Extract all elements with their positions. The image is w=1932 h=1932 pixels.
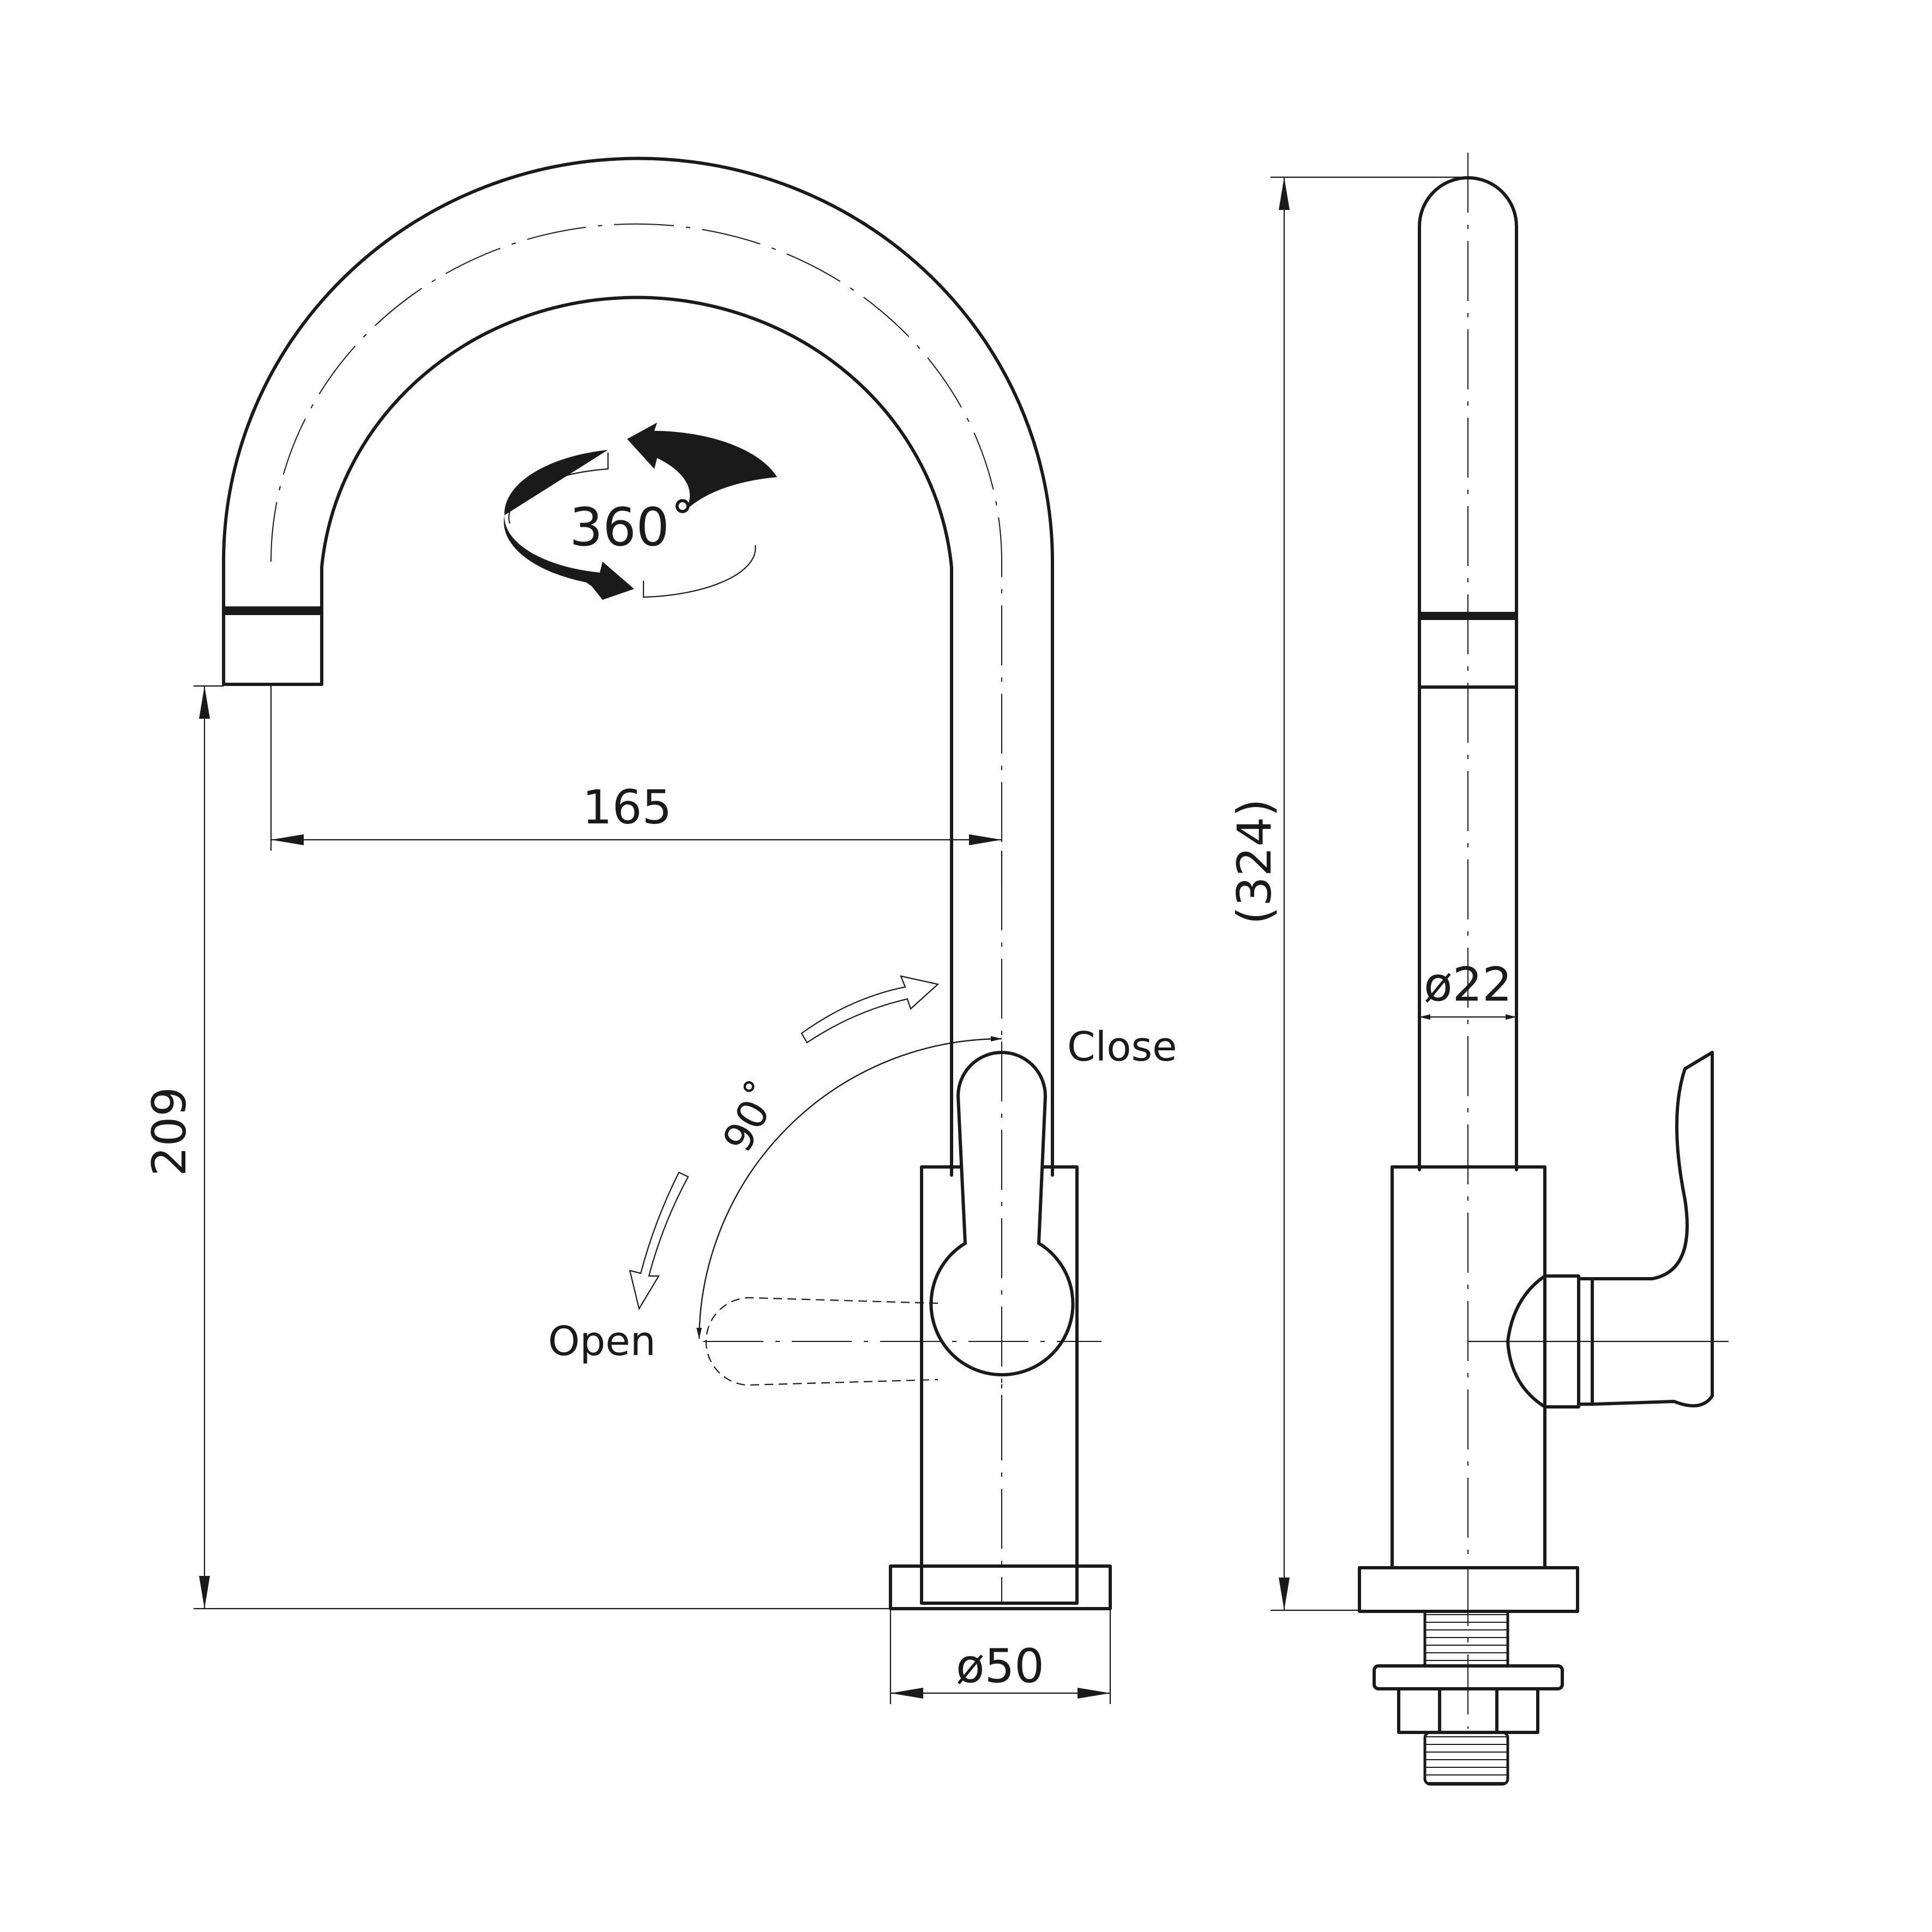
aerator bbox=[222, 606, 323, 686]
angle-label: 90˚ bbox=[714, 1074, 789, 1159]
open-arrow-icon bbox=[629, 1171, 689, 1310]
side-lever bbox=[1577, 1051, 1714, 1407]
pipe-diameter-dimension: ø22 bbox=[1419, 958, 1516, 1020]
side-view: (324) ø22 bbox=[1227, 153, 1729, 1786]
total-height-value: (324) bbox=[1227, 798, 1282, 924]
height-value: 209 bbox=[142, 1087, 197, 1176]
rotation-label: 360˚ bbox=[569, 497, 695, 558]
mounting-hardware bbox=[1373, 1610, 1564, 1786]
base-diameter-value: ø50 bbox=[956, 1639, 1044, 1694]
reach-dimension: 165 bbox=[270, 684, 1003, 883]
pipe-diameter-value: ø22 bbox=[1424, 958, 1512, 1012]
close-label: Close bbox=[1067, 1024, 1177, 1070]
open-label: Open bbox=[548, 1318, 656, 1365]
base-diameter-dimension: ø50 bbox=[889, 1609, 1111, 1704]
spout bbox=[222, 157, 1054, 1603]
side-cartridge bbox=[1506, 1274, 1580, 1409]
close-arrow-icon bbox=[801, 975, 940, 1044]
height-dimension: 209 bbox=[142, 685, 890, 1610]
rotation-360-icon: 360˚ bbox=[503, 423, 777, 600]
total-height-dimension: (324) bbox=[1227, 176, 1468, 1611]
front-view: 360˚ 165 209 ø50 Close Open 90˚ bbox=[142, 157, 1177, 1704]
base-plate bbox=[889, 1564, 1112, 1610]
reach-value: 165 bbox=[582, 780, 672, 835]
